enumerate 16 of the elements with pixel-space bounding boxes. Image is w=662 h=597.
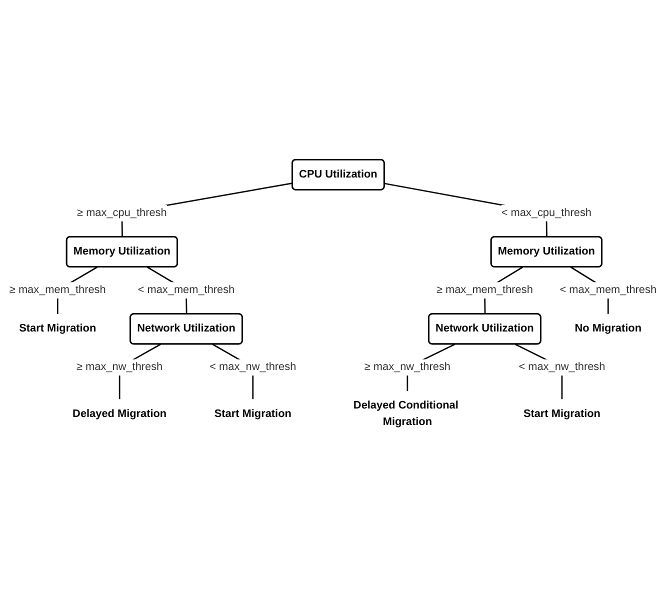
edge-label: < max_cpu_thresh — [501, 207, 592, 219]
edge-label: ≥ max_mem_thresh — [436, 284, 533, 296]
node-text: Start Migration — [523, 408, 600, 420]
edge-label: ≥ max_nw_thresh — [364, 361, 450, 373]
node-text: Start Migration — [214, 408, 292, 420]
node-text: No Migration — [574, 322, 642, 334]
edge-label: < max_nw_thresh — [518, 361, 606, 373]
edge-label: ≥ max_cpu_thresh — [77, 207, 167, 219]
node-text: Delayed Migration — [72, 408, 167, 420]
edge-label: < max_nw_thresh — [210, 361, 296, 373]
edge-label: ≥ max_nw_thresh — [76, 361, 163, 373]
edge-label: ≥ max_mem_thresh — [9, 284, 106, 296]
edge-label: < max_mem_thresh — [138, 284, 235, 296]
node-text: Start Migration — [19, 322, 96, 334]
node-text: Delayed Conditional Migration — [353, 400, 458, 428]
edge-label: < max_mem_thresh — [560, 284, 657, 296]
